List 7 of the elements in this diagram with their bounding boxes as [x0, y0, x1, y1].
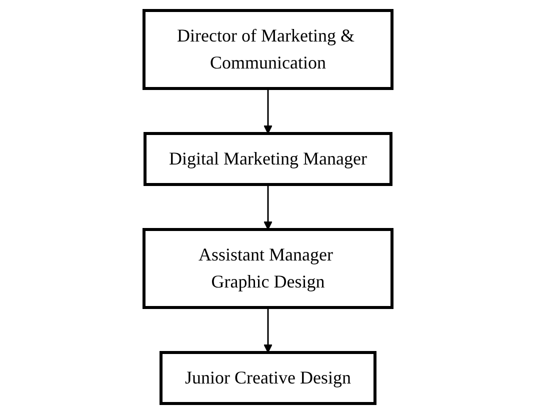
node-box: Junior Creative Design — [160, 351, 376, 405]
arrow — [264, 308, 272, 353]
node-box: Digital Marketing Manager — [144, 132, 392, 186]
node-box: Assistant Manager Graphic Design — [142, 228, 394, 309]
arrow — [264, 184, 272, 230]
node-box: Director of Marketing & Communication — [142, 9, 394, 90]
arrow — [264, 88, 272, 134]
